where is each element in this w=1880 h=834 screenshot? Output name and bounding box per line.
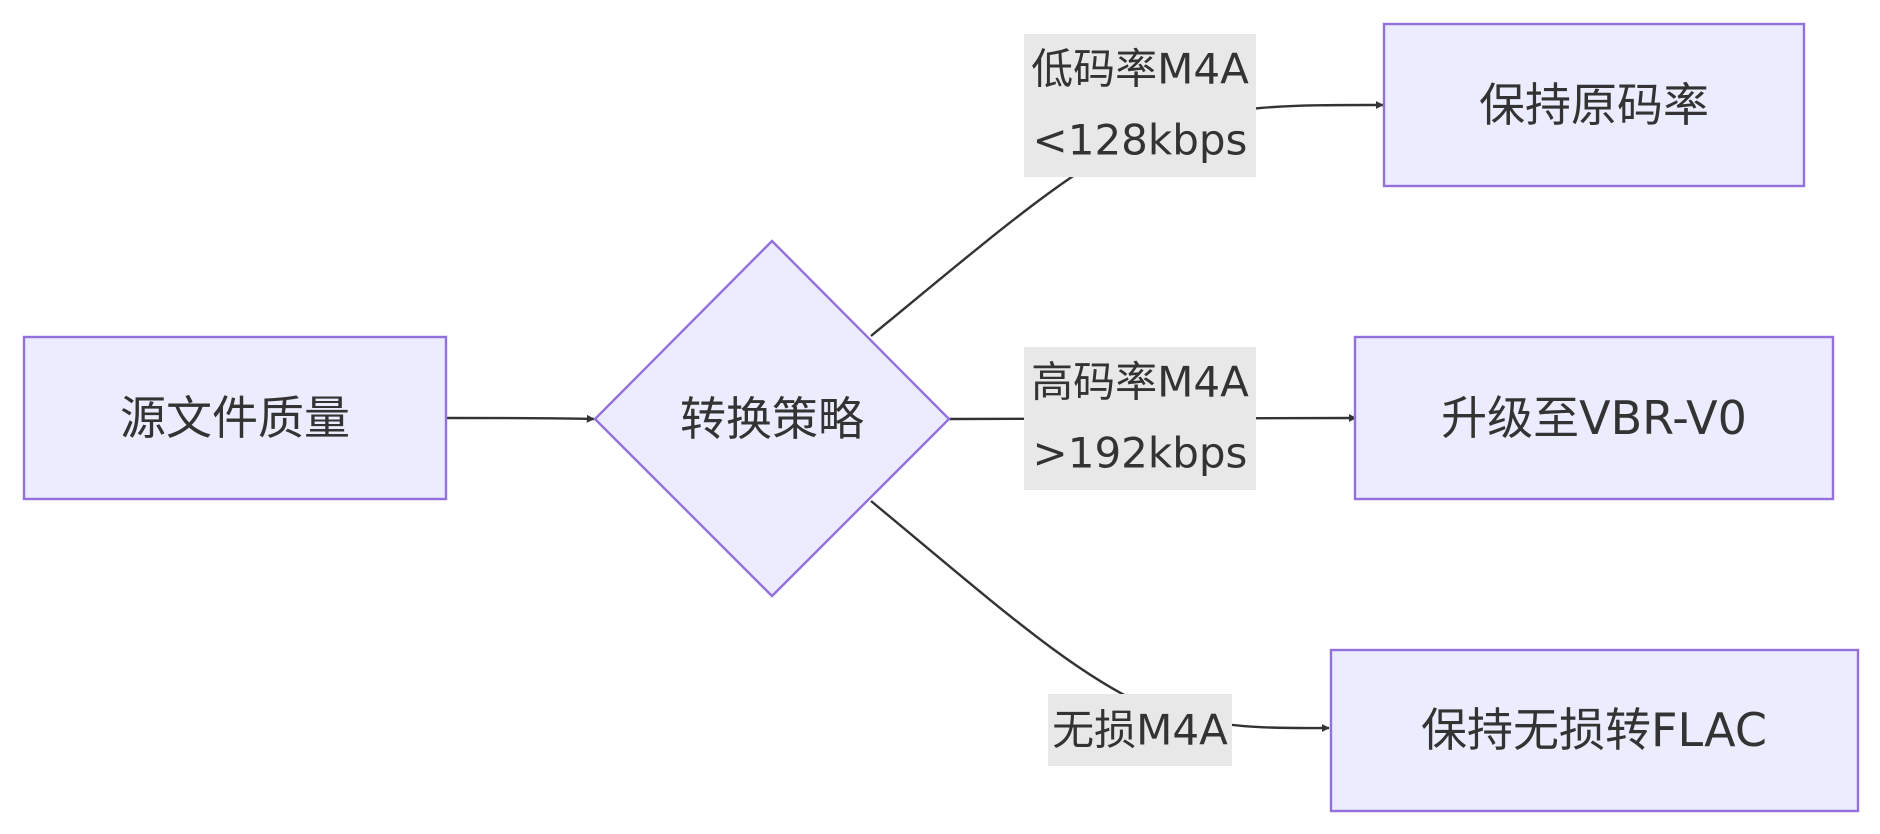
edge-label-low-bitrate-bg (1024, 34, 1256, 177)
node-strategy-label: 转换策略 (680, 392, 864, 446)
node-keep-bitrate-box (1382, 22, 1806, 188)
node-source-label: 源文件质量 (120, 391, 350, 445)
edge-label-low-bitrate-line2: <128kbps (1033, 116, 1248, 165)
edge-label-lossless-bg (1048, 694, 1232, 766)
node-lossless-flac[interactable]: 保持无损转FLAC (1329, 648, 1860, 813)
edge-label-lossless-text: 无损M4A (1052, 706, 1228, 755)
node-upgrade-vbr-label: 升级至VBR-V0 (1441, 391, 1747, 445)
node-strategy-diamond (593, 239, 951, 598)
node-strategy[interactable]: 转换策略 (593, 239, 951, 598)
edge-source-to-strategy (445, 414, 595, 423)
node-source-box (22, 335, 448, 501)
node-lossless-flac-label: 保持无损转FLAC (1421, 703, 1767, 757)
node-upgrade-vbr[interactable]: 升级至VBR-V0 (1353, 335, 1835, 501)
edge-label-high-bitrate-bg (1024, 347, 1256, 490)
edge-label-lossless: 无损M4A (1048, 694, 1232, 766)
edge-label-low-bitrate-line1: 低码率M4A (1031, 45, 1249, 94)
node-upgrade-vbr-box (1353, 335, 1835, 501)
edge-label-low-bitrate: 低码率M4A <128kbps (1024, 34, 1256, 177)
edge-label-high-bitrate-line1: 高码率M4A (1031, 358, 1249, 407)
edge-label-high-bitrate-line2: >192kbps (1033, 429, 1248, 478)
edge-label-high-bitrate: 高码率M4A >192kbps (1024, 347, 1256, 490)
node-lossless-flac-box (1329, 648, 1860, 813)
node-keep-bitrate-label: 保持原码率 (1479, 78, 1709, 132)
node-source[interactable]: 源文件质量 (22, 335, 448, 501)
node-keep-bitrate[interactable]: 保持原码率 (1382, 22, 1806, 188)
